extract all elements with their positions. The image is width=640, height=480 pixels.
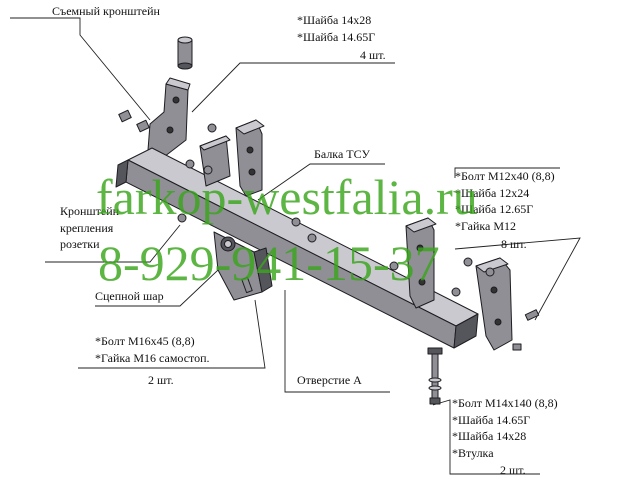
leader-bolt-m16 xyxy=(78,299,266,369)
washer-icon xyxy=(485,267,495,277)
label-bolt-m12-line-2: *Шайба 12х24 xyxy=(455,185,530,200)
label-bolt-m12-line-4: *Гайка М12 xyxy=(455,218,517,233)
leader-bolt-m14 xyxy=(432,399,540,475)
label-bolt-m12-line-1: *Болт М12х40 (8,8) xyxy=(455,169,555,183)
bolt-icon xyxy=(136,119,150,133)
label-bolt-m12-qty: 8 шт. xyxy=(501,237,527,251)
label-bolt-m16-qty: 2 шт. xyxy=(148,373,174,387)
leader-washers-top xyxy=(191,62,395,113)
leader-bolt-m12-top xyxy=(454,167,560,178)
label-bolt-m16-line-1: *Болт М16х45 (8,8) xyxy=(95,334,195,348)
leader-socket-bracket xyxy=(45,224,181,263)
label-bolt-m16-line-2: *Гайка М16 самостоп. xyxy=(95,350,210,365)
washer-icon xyxy=(203,165,213,175)
label-bolt-m14-line-2: *Шайба 14.65Г xyxy=(452,412,531,427)
tow-ball-mount xyxy=(213,231,273,301)
leader-bolt-m12 xyxy=(454,237,581,321)
label-washers-top: *Шайба 14х28 *Шайба 14.65Г xyxy=(297,12,375,45)
washer-icon xyxy=(185,159,195,169)
label-hole-a: Отверстие А xyxy=(297,373,362,387)
bolt-icon xyxy=(118,109,132,123)
label-bolt-m14-line-3: *Шайба 14х28 xyxy=(452,429,527,443)
label-tow-ball: Сцепной шар xyxy=(95,289,164,303)
bolt-icon xyxy=(524,309,540,321)
label-bolt-m14-line-1: *Болт М14х140 (8,8) xyxy=(452,396,558,410)
washer-icon xyxy=(463,257,473,267)
watermark-site: farkop-westfalia.ru xyxy=(96,169,478,225)
label-bolt-m14-qty: 2 шт. xyxy=(500,463,526,477)
leader-bracket xyxy=(10,17,151,121)
watermark-phone: 8-929-941-15-37 xyxy=(98,235,440,291)
washer-icon xyxy=(451,287,461,297)
leader-lines xyxy=(10,17,581,475)
washer-icon xyxy=(207,123,217,133)
hardware xyxy=(118,109,540,351)
washer-icon xyxy=(307,233,317,243)
nut-icon xyxy=(512,343,522,351)
label-washers-top-line-1: *Шайба 14х28 xyxy=(297,13,372,27)
label-washers-top-qty: 4 шт. xyxy=(360,48,386,62)
label-socket-bracket-line-2: крепления xyxy=(60,220,114,235)
label-socket-bracket-line-1: Кронштейн xyxy=(60,204,120,218)
label-removable-bracket: Съемный кронштейн xyxy=(52,4,160,18)
label-washers-top-line-2: *Шайба 14.65Г xyxy=(297,29,376,44)
spacer-sleeve xyxy=(177,36,193,70)
leader-beam xyxy=(257,163,385,201)
label-bolt-m12: *Болт М12х40 (8,8) *Шайба 12х24 *Шайба 1… xyxy=(455,168,555,234)
label-bolt-m12-line-3: *Шайба 12.65Г xyxy=(455,202,534,216)
long-bolt xyxy=(427,347,443,405)
label-bolt-m16: *Болт М16х45 (8,8) *Гайка М16 самостоп. xyxy=(95,333,210,366)
right-mount-bracket xyxy=(405,217,513,351)
tow-bar-assembly xyxy=(115,36,540,405)
leader-tow-ball xyxy=(95,252,237,307)
leader-hole-a xyxy=(284,290,390,393)
label-bolt-m14-line-4: *Втулка xyxy=(452,445,494,460)
label-socket-bracket-line-3: розетки xyxy=(60,237,100,251)
washer-icon xyxy=(291,217,301,227)
label-beam: Балка ТСУ xyxy=(314,147,370,161)
label-bolt-m14: *Болт М14х140 (8,8) *Шайба 14.65Г *Шайба… xyxy=(452,395,558,461)
washer-icon xyxy=(389,261,399,271)
washer-icon xyxy=(177,213,187,223)
label-socket-bracket: Кронштейн крепления розетки xyxy=(60,203,119,253)
bolt-icon xyxy=(241,276,253,294)
beam-tube xyxy=(115,147,479,349)
